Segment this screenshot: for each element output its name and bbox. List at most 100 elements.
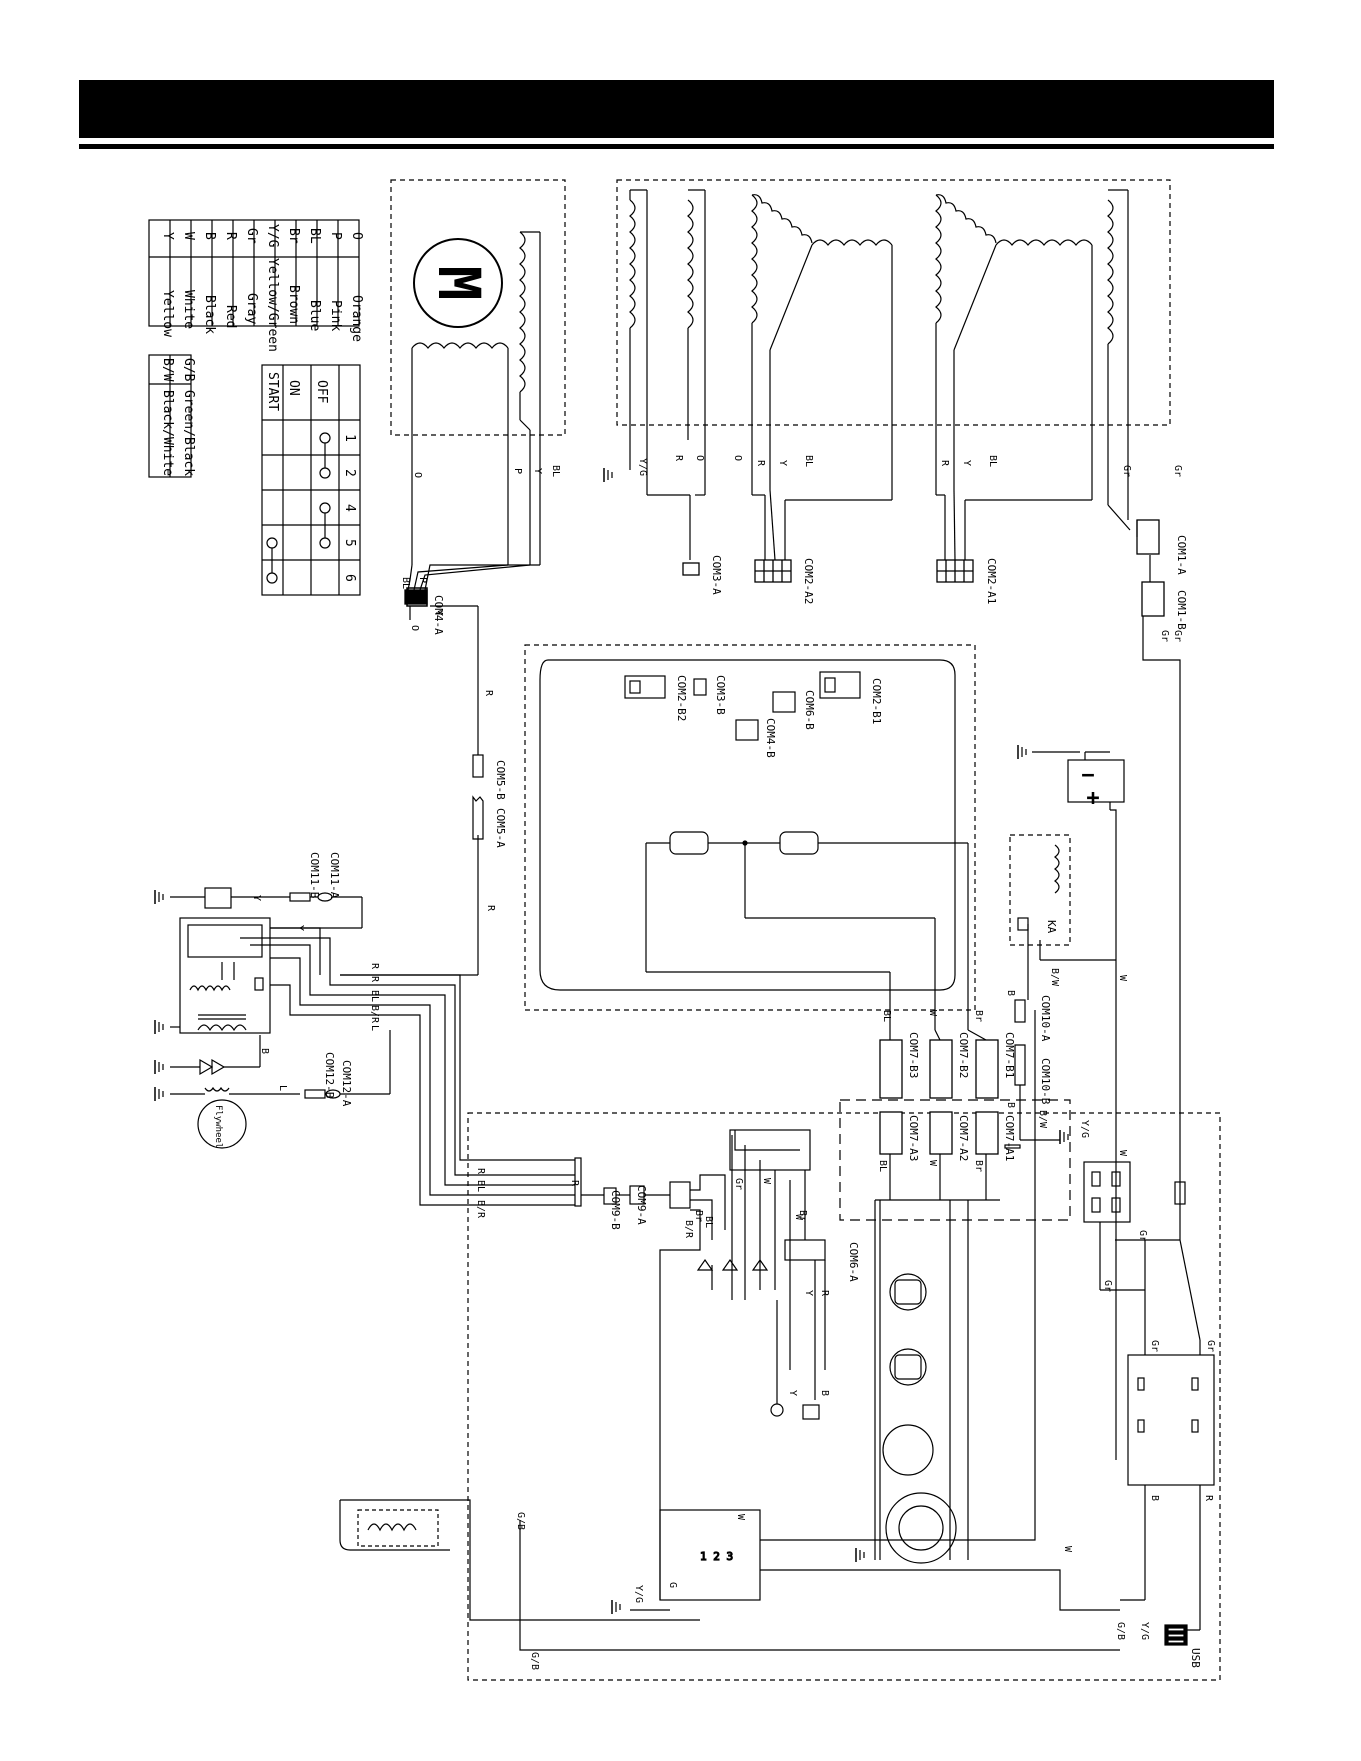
control-module [524,644,976,1030]
wire-w-1: W [761,1178,772,1185]
wire-bl-8: BL [877,1160,888,1172]
wire-o-1: O [412,472,423,478]
wire-r-3: R [939,460,950,467]
wire-l-2: L [277,1085,288,1091]
com3b-socket [693,678,707,696]
switch-table [261,364,361,596]
wire-bl-5: BL [369,990,380,1002]
legend-name-bw: Black/White [160,390,175,476]
legend-name-gr: Gray [244,293,259,324]
com5a-socket [472,795,484,840]
legend-code-p: P [328,232,343,240]
label-com6b: COM6-B [803,690,816,730]
switch-col-4: 4 [342,504,357,512]
com10b-socket [1014,1044,1026,1086]
wire-br-3: Br [973,1160,984,1172]
wire-br-r-2: B/R [475,1200,486,1219]
com4a-plug-b [404,589,428,605]
wire-bl-2: BL [803,455,814,467]
switch-row-start: START [265,372,280,411]
label-com2a1: COM2-A1 [985,558,998,604]
wire-r-10: R [1203,1495,1214,1502]
label-com7b3: COM7-B3 [907,1032,920,1078]
engine-components [154,887,391,1149]
wire-bw-2: B/W [1037,1110,1048,1129]
wire-w-8: W [735,1514,746,1521]
label-com4b: COM4-B [764,718,777,758]
label-com7b1: COM7-B1 [1003,1032,1016,1078]
motor-symbol: M [425,266,493,301]
wire-br-r-1: B/R [369,1005,380,1024]
stator-block [616,179,1171,520]
legend-name-b: Black [202,295,217,334]
label-com7a1: COM7-A1 [1003,1115,1016,1161]
battery-minus: − [1081,763,1094,788]
legend-code-gb: G/B [181,358,196,382]
wire-br-1: Br [693,1210,704,1222]
wire-r-7: R [369,976,380,983]
com1b-plug [1141,581,1165,617]
wire-gr-9: Gr [1205,1340,1216,1352]
label-com1b: COM1-B [1175,590,1188,630]
com9b-plug [603,1187,617,1205]
wire-y-6: Y [294,925,305,931]
battery-labels: − + [1081,763,1099,811]
wire-gb-3: G/B [529,1652,540,1670]
label-com4a: COM4-A [432,595,445,635]
wire-l-1: L [369,1025,380,1031]
label-com9a: COM9-A [635,1185,648,1225]
wire-gr-3: Gr [1159,630,1170,642]
label-com2a2: COM2-A2 [802,558,815,604]
wire-bl-3: BL [987,455,998,467]
switch-table-text: 1 2 4 5 6 OFF ON START [265,372,357,582]
legend-name-gb: Green/Black [181,390,196,476]
switch-col-6: 6 [342,574,357,582]
wire-y-8: Y [803,1290,814,1296]
wire-w-7: W [1062,1546,1073,1553]
wire-o-3: O [732,455,743,461]
wire-gr-7: Gr [1102,1280,1113,1292]
header-bar [79,80,1274,138]
com4b-socket [735,719,759,741]
legend-name-w: White [181,290,196,329]
wire-y-1: Y [532,468,543,474]
legend-name-p: Pink [328,300,343,331]
label-com3b: COM3-B [714,675,727,715]
label-usb: USB [1189,1648,1202,1668]
wire-yg-3: Y/G [1139,1622,1150,1640]
wire-b-3: B [1005,1102,1016,1108]
label-com6a: COM6-A [847,1242,860,1282]
wire-y-7: Y [787,1390,798,1396]
motor-block [390,179,566,607]
legend-code-bw: B/W [160,358,175,382]
legend-name-o: Orange [349,295,364,342]
color-legend-table [148,219,360,478]
svg-text:1 2 3: 1 2 3 [700,1550,733,1563]
header-rule [79,144,1274,149]
com6a-block [784,1239,826,1261]
wire-p-1: P [512,468,523,474]
wire-gr-4: Gr [1172,630,1183,642]
wire-bw-1: B/W [1049,968,1060,987]
wire-o-4: O [409,625,420,631]
label-relay: KA [1045,920,1058,934]
wire-gb-2: G/B [515,1512,526,1530]
legend-code-bl: BL [307,228,322,244]
wire-gr-6: Gr [1137,1230,1148,1242]
wire-b-1: B [259,1048,270,1054]
label-com5a: COM5-A [494,808,507,848]
wire-w-2: W [793,1214,804,1221]
wire-gr-5: Gr [733,1178,744,1190]
wire-bl-9: BL [881,1010,892,1022]
com5b-plug [472,754,484,778]
legend-name-y: Yellow [160,290,175,337]
wire-bl-6: BL [475,1180,486,1192]
legend-code-yg: Y/G [265,224,280,248]
com1a-plug [1136,519,1160,555]
legend-code-br: Br [286,228,301,244]
legend-code-y: Y [160,232,175,240]
label-com3a: COM3-A [710,555,723,595]
switch-col-2: 2 [342,469,357,477]
wire-r-8: R [475,1168,486,1175]
